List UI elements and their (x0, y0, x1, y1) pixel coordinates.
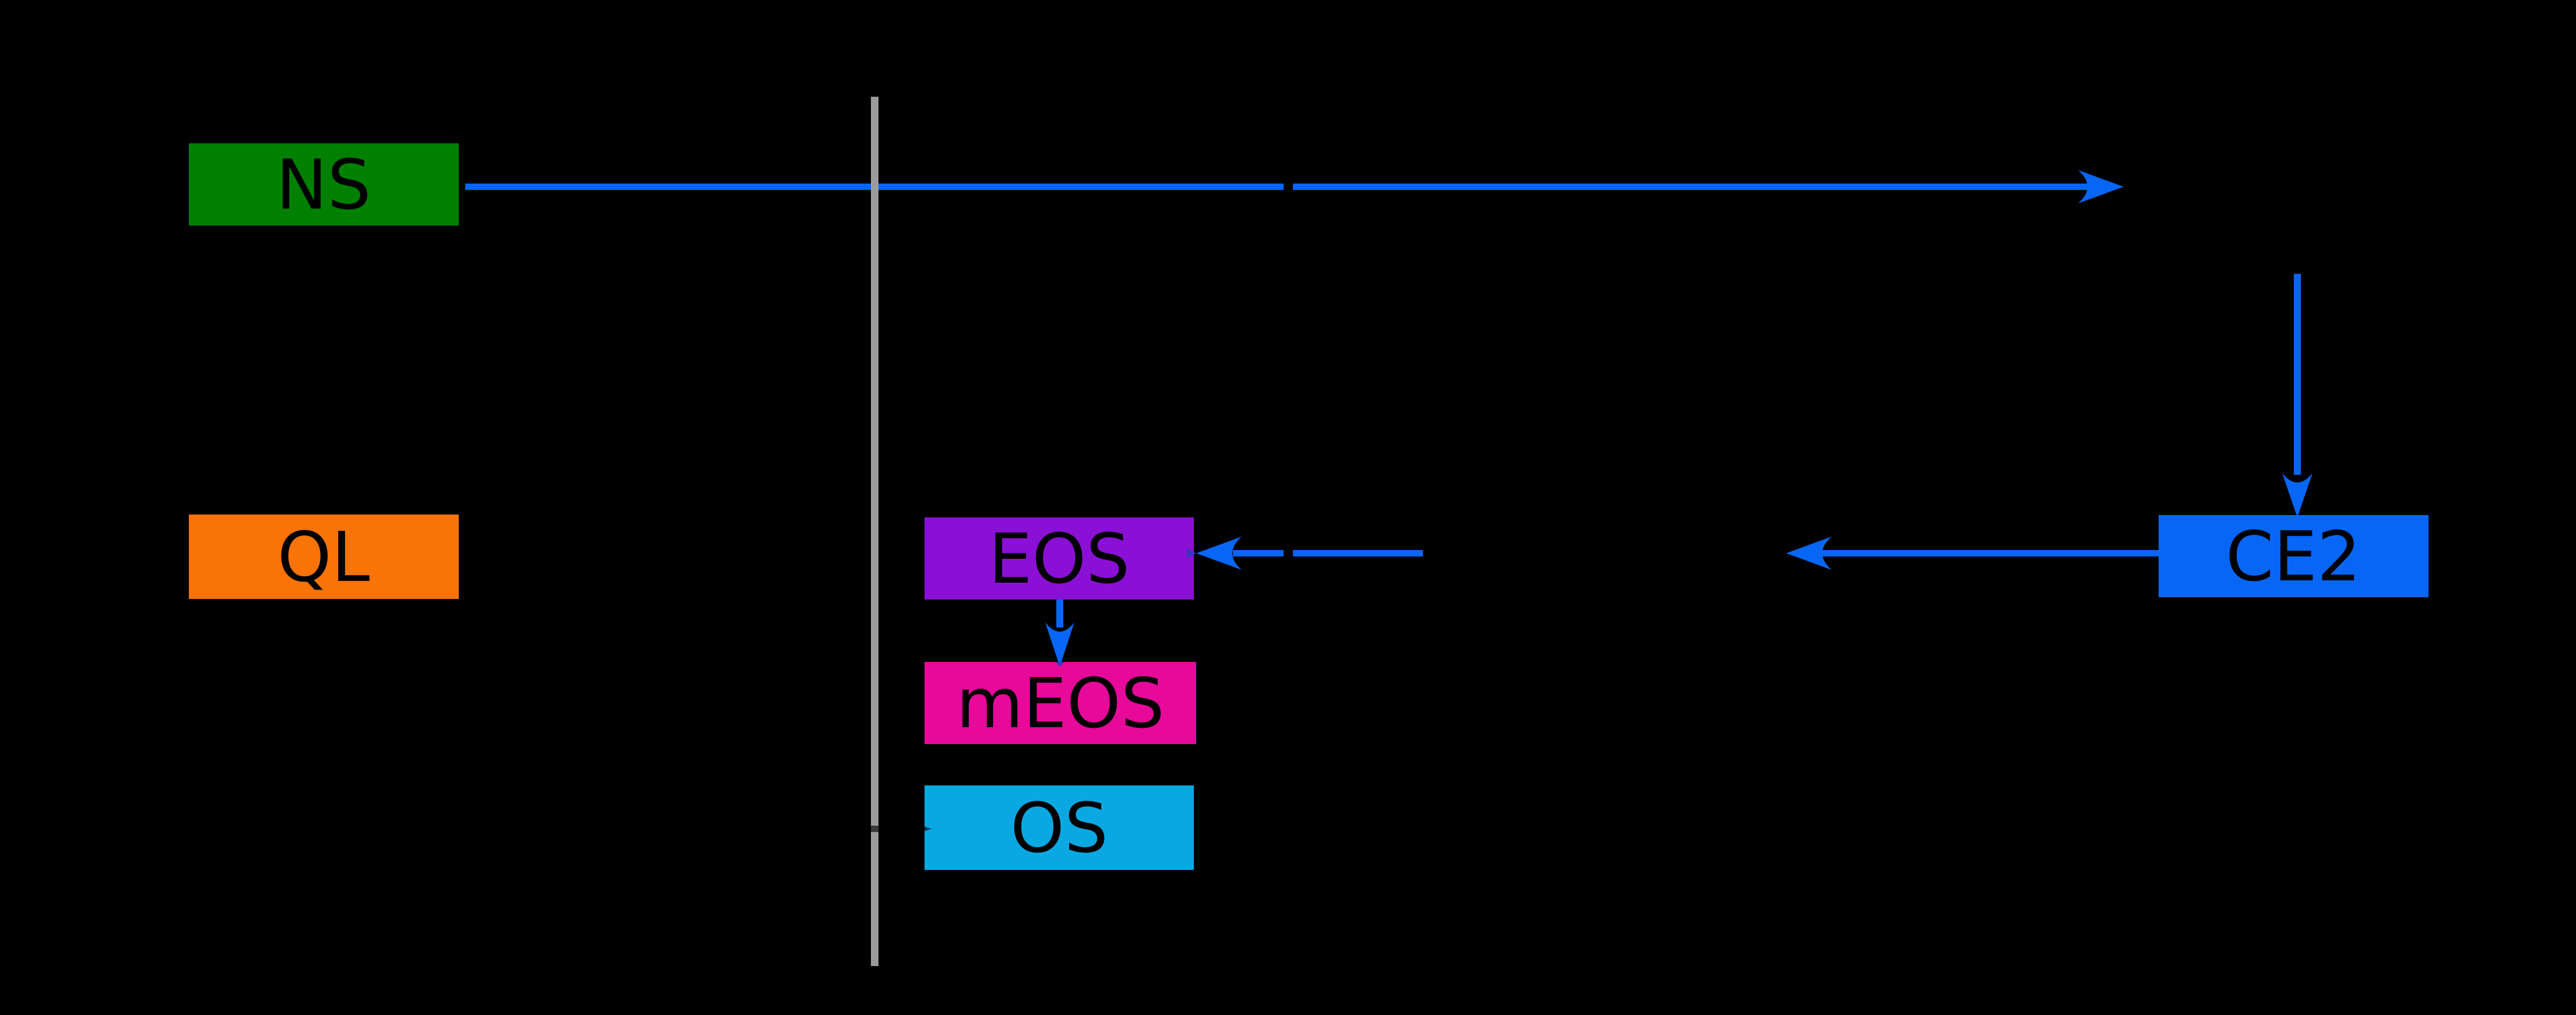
down-to-ce2-arrow (2282, 274, 2313, 517)
ns-forward-arrow-shaft (465, 184, 2092, 190)
eos-to-meos-tip-overlap (1055, 662, 1065, 667)
meos-box-rect (925, 662, 1196, 744)
ns-box: NS (189, 143, 459, 225)
ce2-box-label: CE2 (2226, 516, 2361, 597)
ns-box-label: NS (276, 145, 371, 225)
os-box-rect (925, 785, 1194, 870)
ns-forward-arrow-head (2078, 170, 2124, 203)
meos-box: mEOS (925, 662, 1196, 744)
hidden-tick-line (1284, 169, 1293, 571)
os-box-label: OS (1010, 788, 1108, 868)
ql-box: QL (189, 514, 459, 599)
meos-box-label: mEOS (956, 663, 1164, 743)
into-os-hidden-arrow (775, 815, 932, 843)
into-eos-tip-overlap (1187, 548, 1196, 558)
ns-forward-arrow (465, 170, 2124, 203)
ce2-back-arrow (1786, 537, 2159, 570)
eos-box-label: EOS (989, 519, 1130, 599)
ql-box-label: QL (277, 517, 370, 597)
into-eos-arrow (1196, 537, 1423, 570)
ce2-box: CE2 (2159, 515, 2429, 597)
ce2-box-rect (2159, 515, 2429, 597)
os-box: OS (925, 785, 1194, 870)
eos-to-meos-arrow-head (1045, 622, 1074, 667)
eos-box: EOS (925, 517, 1194, 600)
ql-box-rect (189, 514, 459, 599)
down-to-ce2-arrow-head (2282, 473, 2313, 517)
into-eos-arrow-head (1196, 537, 1242, 570)
eos-to-meos-arrow (1045, 600, 1074, 667)
ce2-back-arrow-shaft (1822, 550, 2159, 556)
into-eos-arrow-shaft (1233, 550, 1423, 556)
down-to-ce2-arrow-shaft (2294, 274, 2301, 475)
ns-box-rect (189, 143, 459, 225)
eos-to-meos-arrow-shaft (1056, 600, 1063, 628)
timeline-axis-line (871, 97, 878, 966)
eos-box-rect (925, 517, 1194, 600)
into-os-hidden-arrow-shaft (775, 826, 901, 832)
ce2-back-arrow-head (1786, 537, 1832, 570)
into-os-hidden-arrow-head (887, 815, 932, 843)
